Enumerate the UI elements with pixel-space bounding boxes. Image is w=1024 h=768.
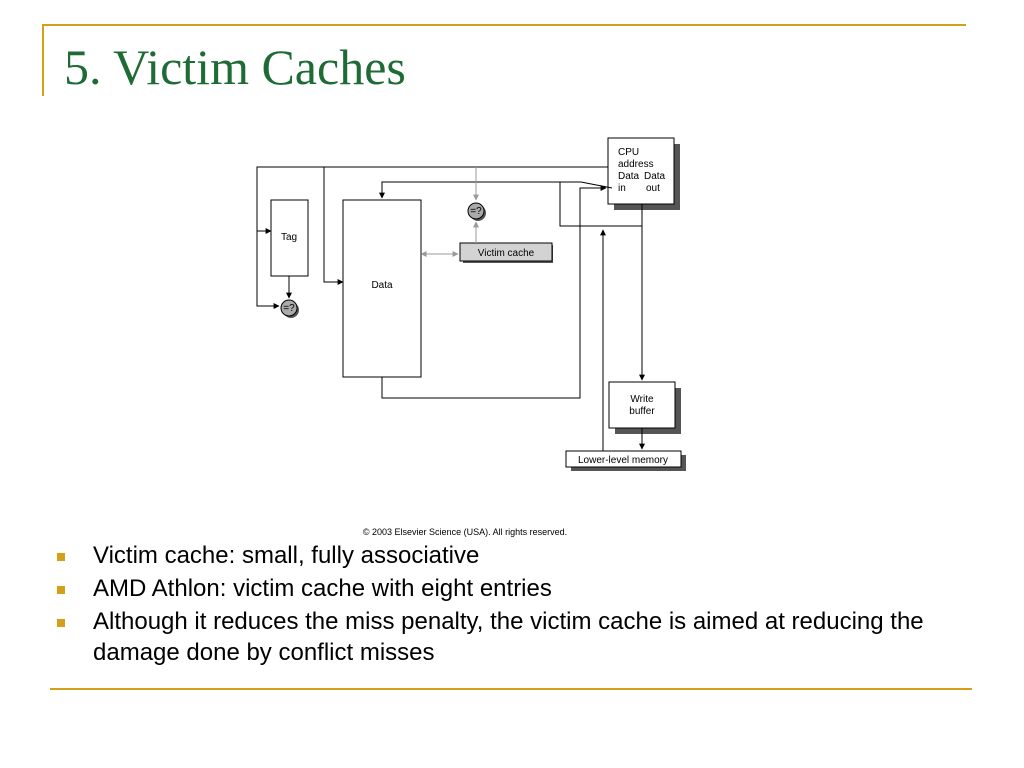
victim-cache-block: Victim cache (459, 242, 553, 263)
lower-memory-label: Lower-level memory (578, 455, 668, 466)
bullet-marker-icon (57, 586, 65, 594)
bullet-item: AMD Athlon: victim cache with eight entr… (55, 573, 955, 604)
compare-circle-tag: =? (280, 299, 299, 318)
bullet-list: Victim cache: small, fully associative A… (55, 540, 955, 670)
data-block: Data (342, 199, 422, 378)
write-buffer-block: Write buffer (608, 381, 681, 434)
write-buffer-line2: buffer (629, 406, 655, 417)
bullet-text: Although it reduces the miss penalty, th… (93, 608, 924, 666)
title-frame (42, 24, 966, 96)
cpu-data-out-line2: out (646, 183, 660, 194)
bullet-item: Victim cache: small, fully associative (55, 540, 955, 571)
victim-cache-diagram: CPU address Data in Data out Tag Data Vi… (256, 137, 686, 471)
victim-wires (420, 167, 479, 257)
cpu-data-in-line2: in (618, 183, 626, 194)
compare-label-victim: =? (470, 206, 482, 217)
lower-memory-block: Lower-level memory (565, 450, 686, 471)
victim-cache-label: Victim cache (478, 248, 535, 259)
cpu-label-line2: address (618, 159, 654, 170)
bottom-rule (50, 688, 972, 690)
cpu-block: CPU address Data in Data out (607, 137, 680, 210)
page-title: 5. Victim Caches (64, 39, 406, 95)
bullet-marker-icon (57, 553, 65, 561)
tag-label: Tag (281, 232, 297, 243)
data-label: Data (371, 280, 393, 291)
bullet-text: AMD Athlon: victim cache with eight entr… (93, 575, 552, 602)
tag-block: Tag (270, 199, 309, 277)
copyright-notice: © 2003 Elsevier Science (USA). All right… (362, 527, 568, 537)
compare-label-tag: =? (283, 303, 295, 314)
bullet-text: Victim cache: small, fully associative (93, 542, 480, 569)
write-buffer-line1: Write (630, 394, 654, 405)
cpu-data-in-line1: Data (618, 171, 640, 182)
diagram-wires (256, 166, 645, 451)
cpu-label-line1: CPU (618, 147, 639, 158)
compare-circle-victim: =? (467, 202, 486, 221)
bullet-marker-icon (57, 619, 65, 627)
cpu-data-out-line1: Data (644, 171, 666, 182)
bullet-item: Although it reduces the miss penalty, th… (55, 606, 955, 668)
